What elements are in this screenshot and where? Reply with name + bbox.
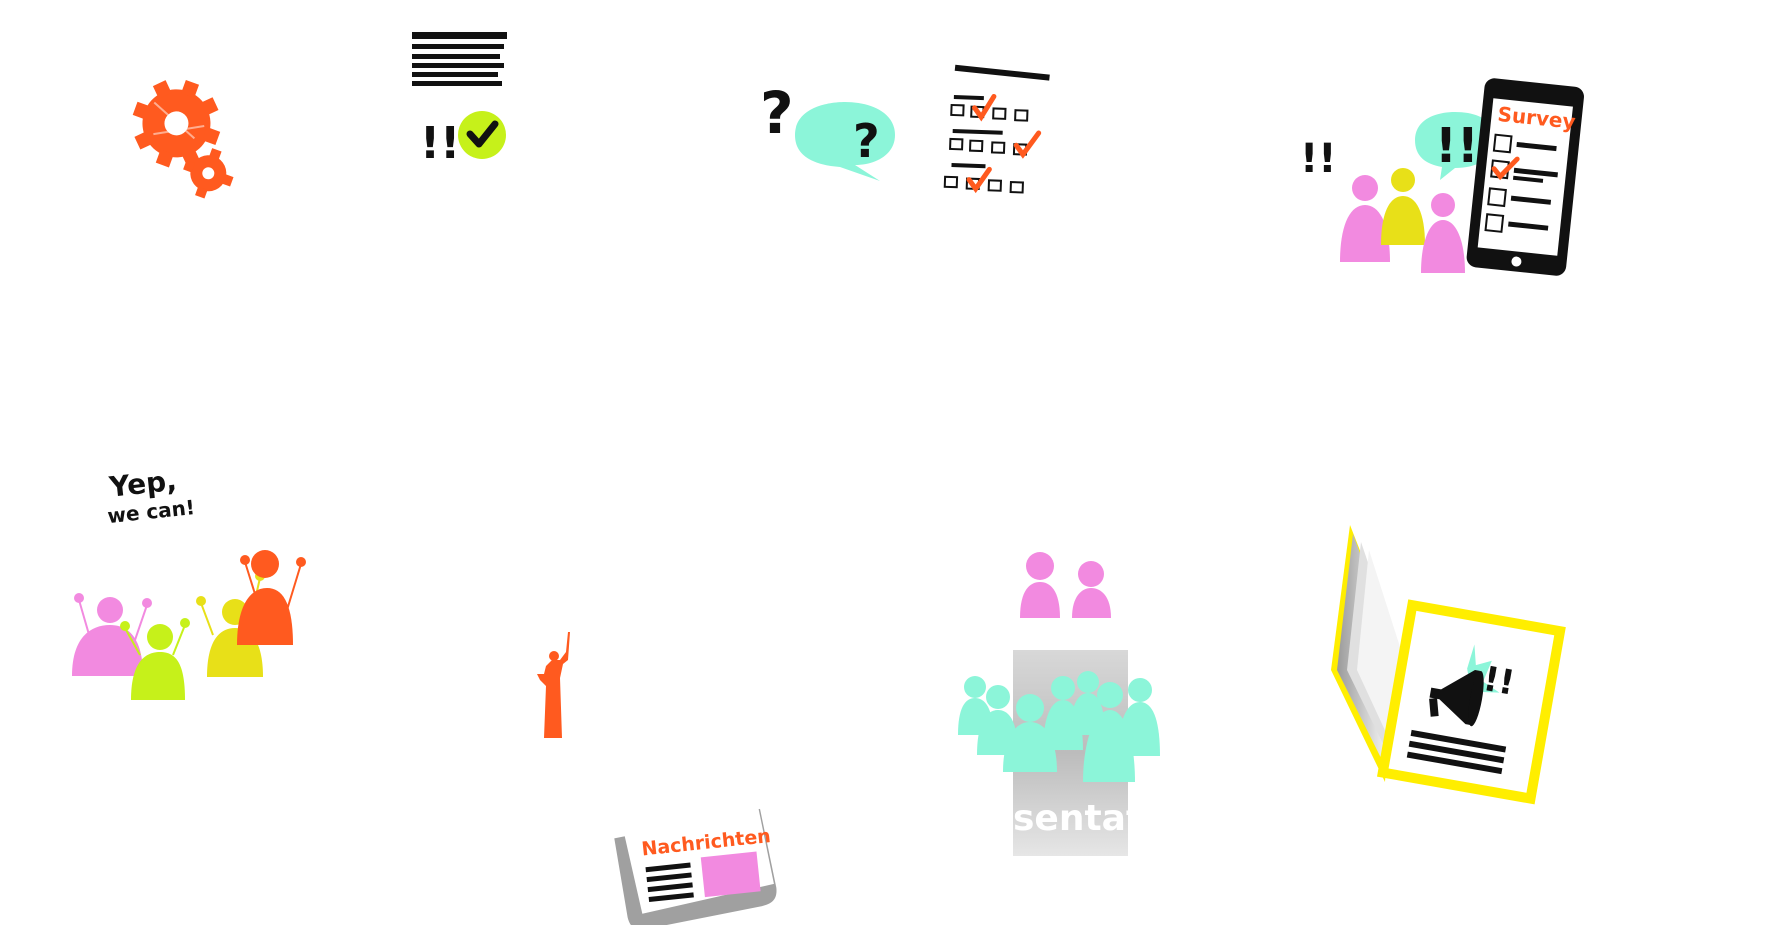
presentation-audience-illustration: sentat	[955, 550, 1170, 860]
book-exclamation-marks: !!	[1480, 659, 1517, 704]
question-mark: ?	[760, 79, 794, 147]
gears-illustration	[125, 75, 255, 200]
document-check-icon: !!	[412, 32, 507, 169]
mobile-survey-icon: !! !! Survey	[1300, 78, 1584, 276]
newspaper-illustration: Nachrichten	[614, 800, 780, 925]
people-group	[1340, 168, 1465, 273]
exclamation-marks: !!	[420, 118, 460, 169]
exclamation-marks-small: !!	[1300, 136, 1336, 182]
speaker-figure-illustration	[530, 630, 580, 740]
newspaper-icon: Nachrichten	[614, 803, 777, 925]
question-mark-bubble: ?	[853, 114, 880, 168]
yep-text: Yep,	[107, 464, 178, 504]
presentation-audience-icon: sentat	[958, 552, 1160, 856]
mobile-survey-illustration: !! !! Survey	[1295, 78, 1595, 285]
document-check-illustration: !!	[410, 30, 510, 169]
yep-we-can-illustration: Yep, we can!	[35, 460, 320, 715]
cheering-people-icon: Yep, we can!	[72, 464, 306, 700]
presentation-banner-text: sentat	[1013, 798, 1143, 839]
megaphone-book-icon: !!	[1331, 525, 1566, 805]
gears-icon	[132, 79, 234, 199]
questionnaire-illustration: ? ?	[755, 64, 1070, 205]
speaker-figure-icon	[537, 632, 570, 738]
questionnaire-icon: ? ?	[760, 64, 1050, 194]
announcement-book-illustration: !!	[1325, 520, 1575, 820]
exclamation-marks-bubble: !!	[1435, 118, 1479, 174]
